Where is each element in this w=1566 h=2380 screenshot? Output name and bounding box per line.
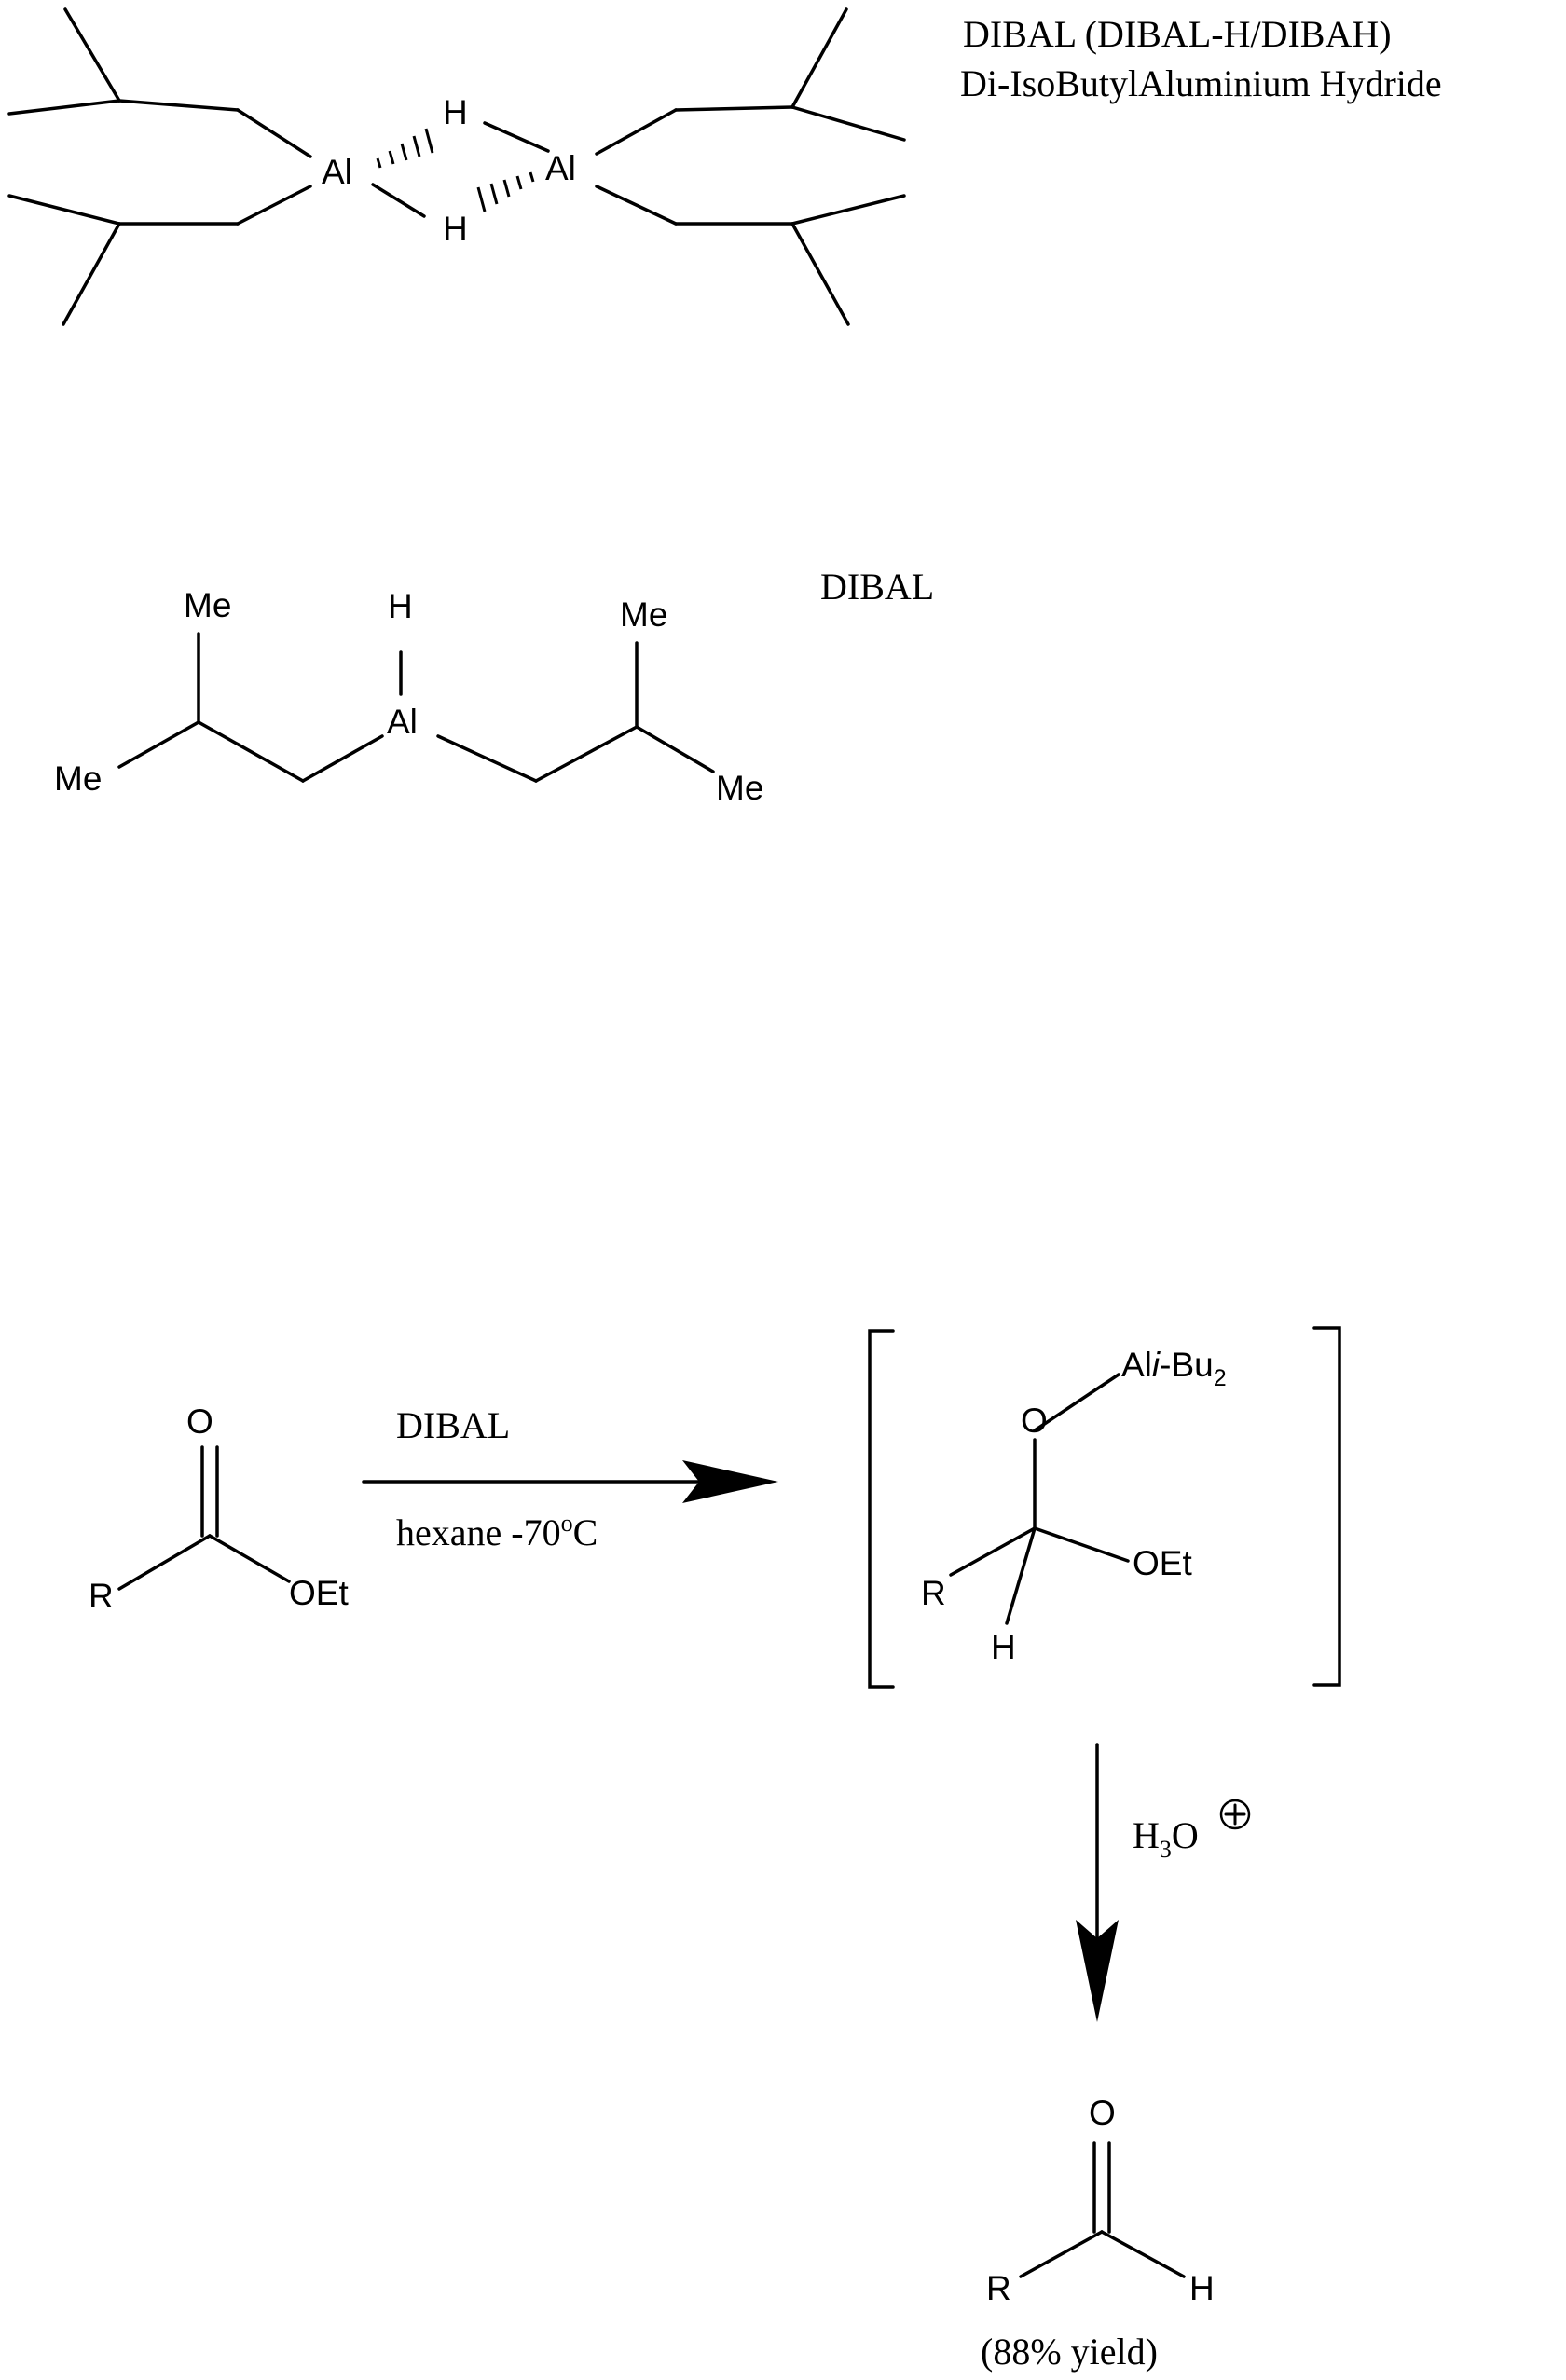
monomer-me-left-bottom: Me — [54, 759, 102, 798]
intermediate-h-label: H — [991, 1628, 1016, 1666]
aldehyde-h-label: H — [1189, 2269, 1215, 2307]
dimer-subtitle: Di-IsoButylAluminium Hydride — [960, 62, 1442, 104]
yield-label: (88% yield) — [981, 2331, 1158, 2373]
ester-oet-label: OEt — [289, 1574, 349, 1612]
hashed-bond-upper — [376, 128, 434, 169]
positive-charge-icon — [1219, 1799, 1251, 1830]
monomer-al-label: Al — [387, 703, 418, 741]
reagent-label: DIBAL — [396, 1404, 510, 1446]
dimer-al-left-label: Al — [322, 153, 352, 191]
intermediate-oet-label: OEt — [1133, 1544, 1192, 1582]
intermediate-al-label: Ali-Bu2 — [1121, 1346, 1227, 1391]
dimer-title: DIBAL (DIBAL-H/DIBAH) — [963, 13, 1392, 55]
intermediate-r-label: R — [921, 1574, 946, 1612]
dibal-dimer-structure: Al Al H H — [7, 7, 906, 326]
hashed-bond-lower — [476, 171, 535, 212]
monomer-me-right-bottom: Me — [716, 769, 763, 807]
intermediate-bracket-right — [1312, 1326, 1341, 1687]
dibal-monomer-structure: H Al Me Me Me Me — [54, 586, 763, 807]
aldehyde-structure: O R H — [986, 2094, 1215, 2307]
dimer-al-right-label: Al — [545, 149, 576, 187]
intermediate-structure: Ali-Bu2 O R H OEt — [921, 1346, 1227, 1666]
dimer-h-top-label: H — [443, 93, 468, 131]
ester-o-label: O — [186, 1402, 213, 1441]
monomer-me-left-top: Me — [184, 586, 231, 624]
reaction-arrow — [362, 1460, 778, 1503]
monomer-me-right-top: Me — [620, 595, 667, 634]
conditions-label: hexane -70oC — [396, 1510, 598, 1553]
workup-arrow — [1076, 1743, 1119, 2022]
monomer-h-label: H — [388, 587, 413, 625]
ester-r-label: R — [89, 1577, 114, 1615]
ester-structure: O R OEt — [89, 1402, 349, 1615]
dimer-h-bottom-label: H — [443, 210, 468, 248]
intermediate-bracket-left — [868, 1329, 895, 1689]
aldehyde-o-label: O — [1089, 2094, 1116, 2132]
workup-label: H3O — [1133, 1814, 1199, 1863]
aldehyde-r-label: R — [986, 2269, 1011, 2307]
monomer-title: DIBAL — [820, 566, 934, 608]
intermediate-o-label: O — [1021, 1402, 1048, 1440]
